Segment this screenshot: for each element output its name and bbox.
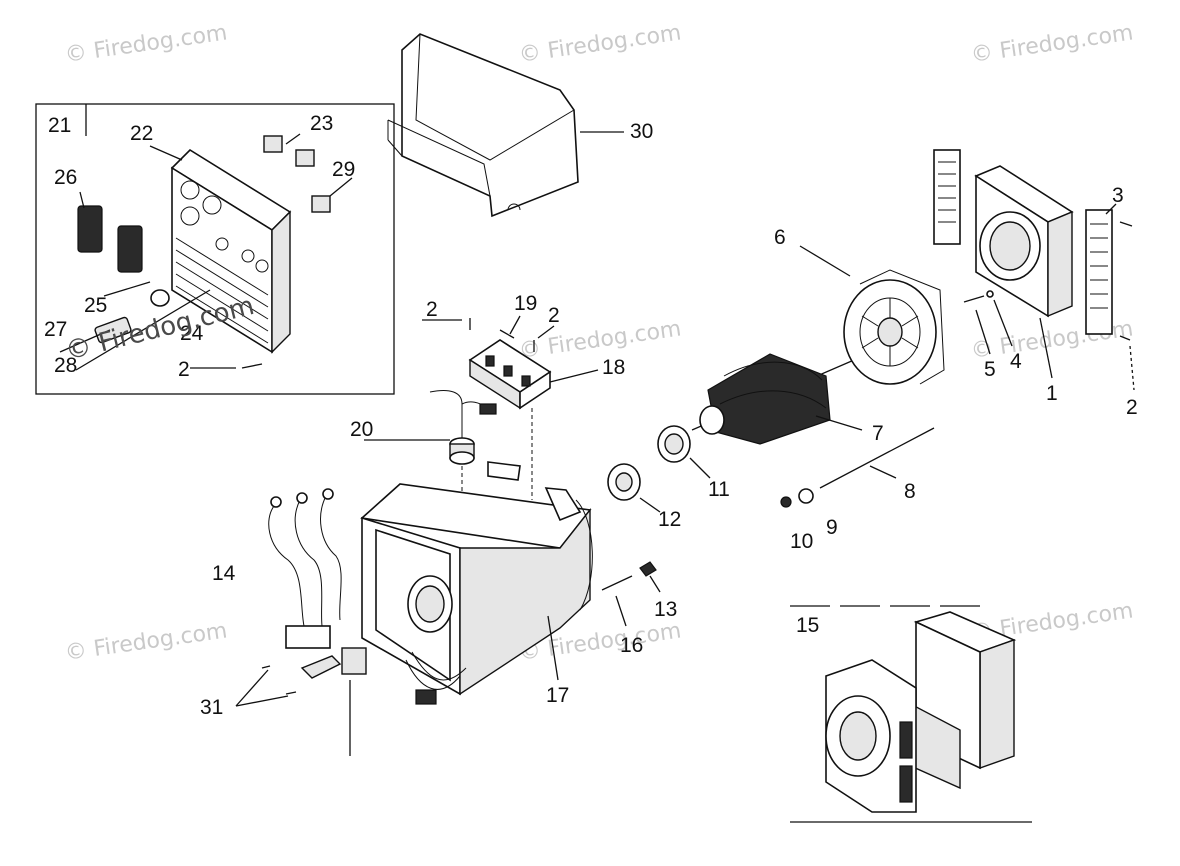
watermark: © Firedog.com [969,20,1135,68]
callout-11: 11 [708,478,730,501]
callout-9: 9 [826,516,838,539]
callout-18: 18 [602,356,625,379]
callout-2: 2 [426,298,438,321]
callout-16: 14 [212,562,236,585]
callout-2: 2 [548,304,560,327]
callout-7: 7 [872,422,884,445]
callout-29: 29 [332,158,355,181]
callout-28: 28 [54,354,77,377]
callout-2: 2 [178,358,190,381]
part-31-generator-assembly: 15 [790,605,1032,823]
callout-8: 8 [904,480,916,503]
part-6-fan: 6 [774,226,945,385]
callout-1: 1 [1046,382,1058,405]
part-8-through-bolt: 8 9 10 [780,427,935,553]
part-11-12-bearings: 12 11 16 13 [601,425,730,657]
callout-19: 19 [514,292,537,315]
callout-26: 26 [54,166,77,189]
callout-20: 20 [350,418,373,441]
part-20-capacitor: 20 [350,390,497,512]
callout-3: 3 [1112,184,1124,207]
part-1-end-bell: 3 5 4 1 2 [933,149,1138,419]
callout-2: 2 [1126,396,1138,419]
callout-30: 30 [630,120,653,143]
callout-22: 22 [130,122,153,145]
watermark: © Firedog.com [517,316,683,364]
callout-10: 10 [790,530,813,553]
callout-25: 25 [84,294,107,317]
callout-10: 13 [654,598,677,621]
part-18-terminal-block: 2 19 2 18 [422,292,625,500]
callout-31: 15 [796,614,819,637]
watermark: © Firedog.com [63,618,229,666]
inset-control-panel: 21 [35,103,395,395]
part-14-stator-housing: 17 [360,461,593,707]
part-16-wire-harness: 14 31 [200,488,367,756]
callout-21: 21 [48,114,71,137]
callout-6: 6 [774,226,786,249]
part-30-cover: 30 [387,33,653,218]
callout-4: 4 [1010,350,1022,373]
part-7-rotor: 7 [691,353,884,445]
callout-24: 24 [180,322,204,345]
watermark: © Firedog.com [517,20,683,68]
callout-5: 5 [984,358,996,381]
callout-13: 16 [620,634,643,657]
callout-14: 17 [546,684,569,707]
callout-23: 23 [310,112,333,135]
watermark: © Firedog.com [63,20,229,68]
callout-15: 31 [200,696,223,719]
callout-27: 27 [44,318,67,341]
callout-12: 12 [658,508,681,531]
